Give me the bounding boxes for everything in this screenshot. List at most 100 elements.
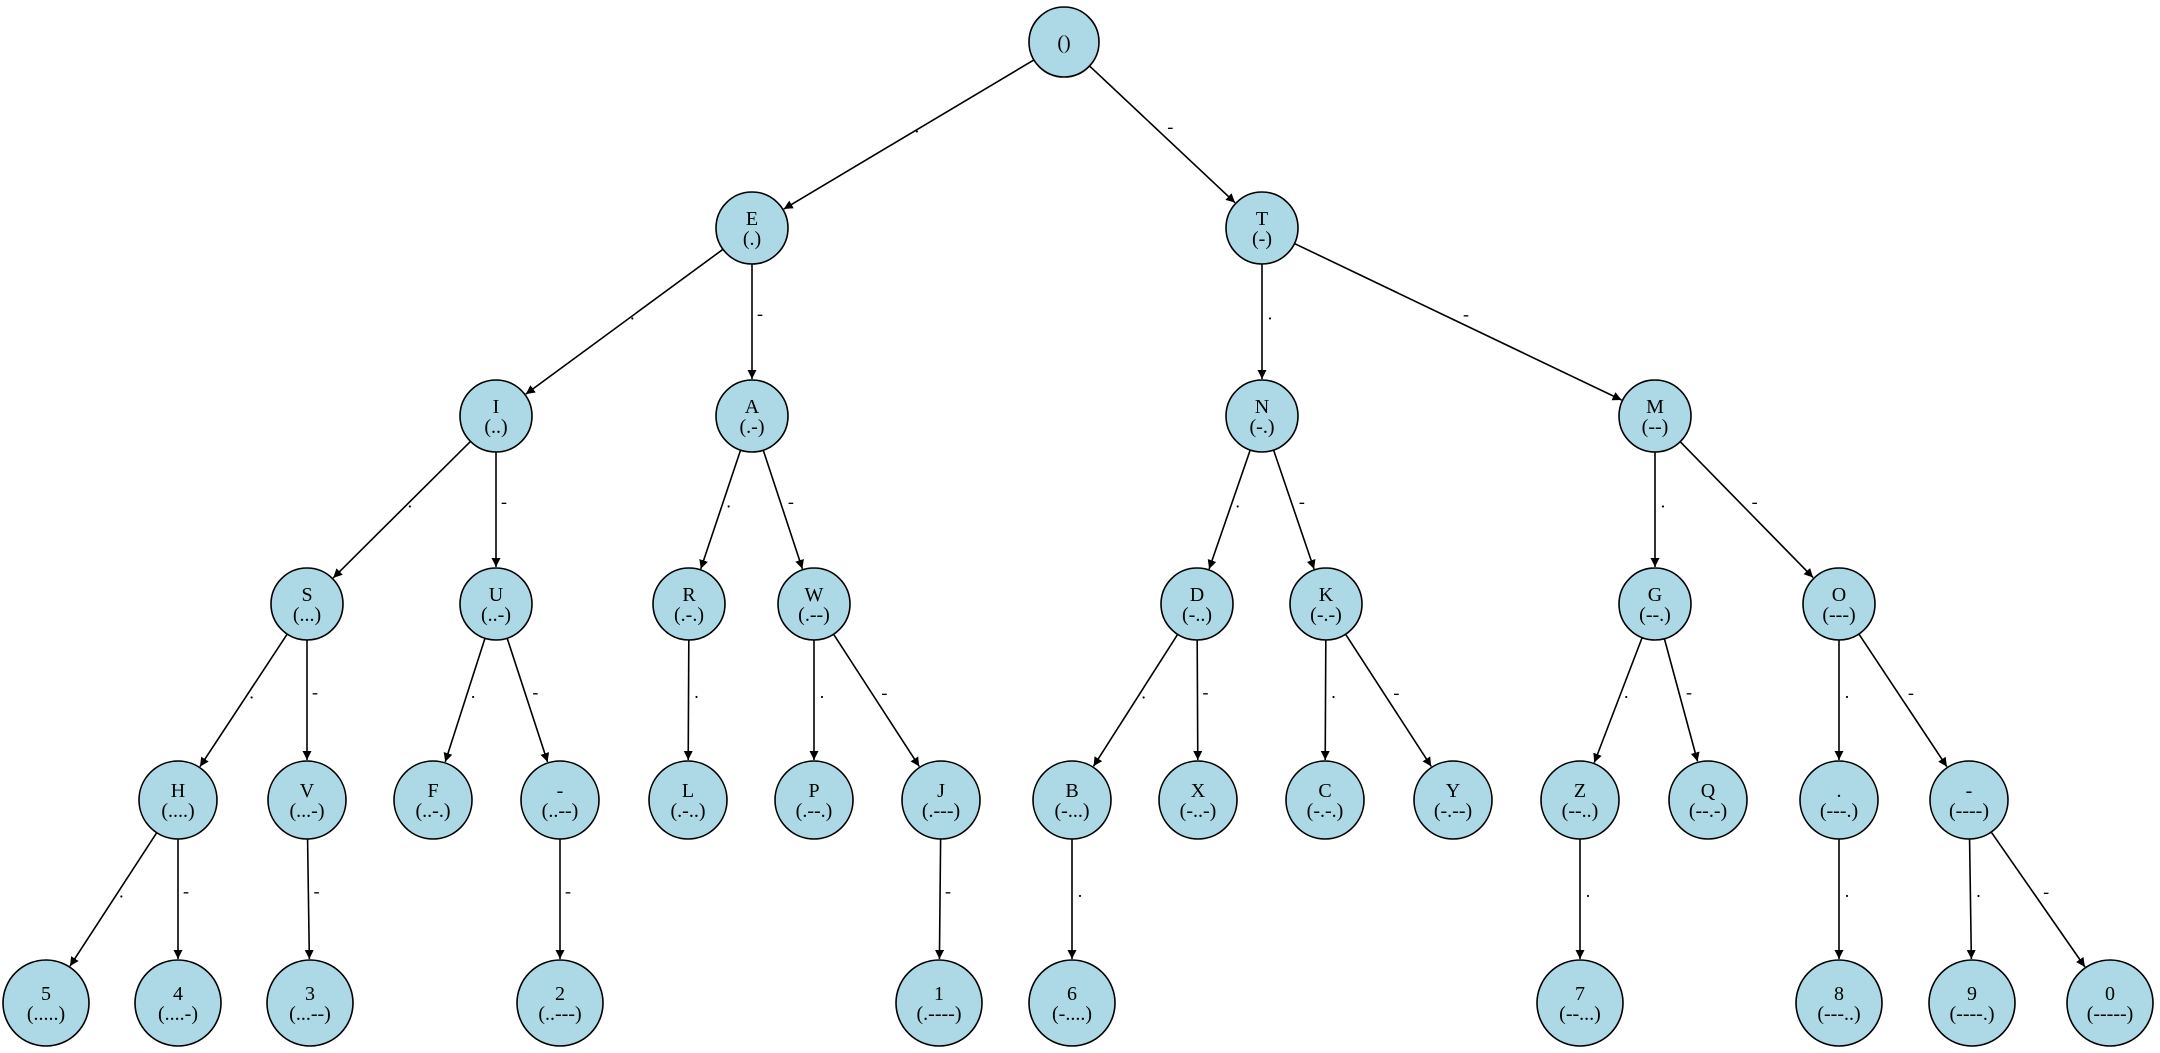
node-code: (-----) xyxy=(2087,1003,2134,1025)
node-circle xyxy=(134,959,222,1047)
edge-label-t-to-m: - xyxy=(1463,304,1469,324)
node-circle xyxy=(777,567,851,641)
node-circle xyxy=(1413,760,1493,840)
node-code: (..-) xyxy=(481,604,511,626)
node-2: 2(..---) xyxy=(516,959,604,1047)
edge-label-odash-to-9: . xyxy=(1976,881,1981,901)
edge-label-odash-to-0: - xyxy=(2043,881,2049,901)
node-y: Y(-.--) xyxy=(1413,760,1493,840)
edge-label-o-to-odot: . xyxy=(1845,682,1850,702)
edge-label-r-to-l: . xyxy=(694,682,699,702)
edge-s-to-h xyxy=(199,633,288,768)
node-code: () xyxy=(1057,32,1070,54)
node-udd: -(..--) xyxy=(520,760,600,840)
node-code: (----.) xyxy=(1950,1003,1995,1025)
edge-label-m-to-o: - xyxy=(1752,492,1758,512)
node-code: (--..) xyxy=(1562,800,1599,822)
node-r: R(.-.) xyxy=(652,567,726,641)
node-4: 4(....-) xyxy=(134,959,222,1047)
edge-label-w-to-p: . xyxy=(820,682,825,702)
node-circle xyxy=(715,191,789,265)
node-label: 1 xyxy=(934,983,944,1005)
edge-label-i-to-s: . xyxy=(408,492,413,512)
node-label: N xyxy=(1255,396,1269,418)
node-0: 0(-----) xyxy=(2066,959,2154,1047)
node-label: 3 xyxy=(305,983,315,1005)
node-a: A(.-) xyxy=(715,379,789,453)
node-label: J xyxy=(937,780,945,802)
node-b: B(-...) xyxy=(1032,760,1112,840)
node-code: (----) xyxy=(1949,800,1989,822)
edge-label-g-to-q: - xyxy=(1686,682,1692,702)
node-circle xyxy=(1618,379,1692,453)
node-label: B xyxy=(1065,780,1078,802)
node-code: (-) xyxy=(1252,228,1272,250)
node-i: I(..) xyxy=(459,379,533,453)
node-circle xyxy=(1929,760,2009,840)
node-circle xyxy=(648,760,728,840)
edge-j-to-1 xyxy=(935,838,945,960)
edge-w-to-j xyxy=(832,633,920,767)
node-label: R xyxy=(682,584,696,606)
edge-odash-to-0 xyxy=(1990,831,2086,968)
edge-label-v-to-3: - xyxy=(313,881,319,901)
node-circle xyxy=(1285,760,1365,840)
edge-label-udd-to-2: - xyxy=(565,881,571,901)
node-label: A xyxy=(745,396,760,418)
node-circle xyxy=(2066,959,2154,1047)
node-o: O(---) xyxy=(1802,567,1876,641)
edge-label-d-to-b: . xyxy=(1141,682,1146,702)
node-code: (-.-.) xyxy=(1307,800,1344,822)
node-code: (....) xyxy=(161,800,194,822)
edge-label-o-to-odash: - xyxy=(1908,682,1914,702)
node-circle xyxy=(1028,6,1100,78)
edge-k-to-c xyxy=(1320,639,1330,761)
node-label: U xyxy=(489,584,504,606)
node-s: S(...) xyxy=(270,567,344,641)
node-circle xyxy=(1160,567,1234,641)
node-e: E(.) xyxy=(715,191,789,265)
edge-g-to-z xyxy=(1593,637,1643,763)
node-label: - xyxy=(557,780,564,802)
node-code: (-.) xyxy=(1250,416,1275,438)
edge-label-n-to-k: - xyxy=(1299,492,1305,512)
node-circle xyxy=(1289,567,1363,641)
node-m: M(--) xyxy=(1618,379,1692,453)
node-j: J(.---) xyxy=(901,760,981,840)
node-c: C(-.-.) xyxy=(1285,760,1365,840)
edge-n-to-d xyxy=(1207,449,1251,570)
node-circle xyxy=(1802,567,1876,641)
edge-d-to-b xyxy=(1092,633,1179,767)
node-1: 1(.----) xyxy=(895,959,983,1047)
edge-m-to-o xyxy=(1679,441,1814,579)
edge-v-to-3 xyxy=(304,838,314,960)
edge-label-e-to-i: . xyxy=(630,304,635,324)
node-x: X(-..-) xyxy=(1158,760,1238,840)
edge-label-k-to-y: - xyxy=(1393,682,1399,702)
node-circle xyxy=(1799,760,1879,840)
node-code: (..--) xyxy=(542,800,579,822)
edge-u-to-f xyxy=(443,638,486,763)
edge-r-to-l xyxy=(683,639,693,761)
node-code: (...-) xyxy=(290,800,325,822)
node-code: (--.) xyxy=(1639,604,1671,626)
edge-label-e-to-a: - xyxy=(757,304,763,324)
edge-e-to-i xyxy=(525,248,724,395)
edge-d-to-x xyxy=(1193,639,1203,761)
node-label: E xyxy=(746,208,758,230)
node-circle xyxy=(1928,959,2016,1047)
node-circle xyxy=(1158,760,1238,840)
edge-label-m-to-g: . xyxy=(1661,492,1666,512)
node-label: Z xyxy=(1574,780,1586,802)
node-label: K xyxy=(1319,584,1334,606)
node-label: Q xyxy=(1701,780,1716,802)
node-circle xyxy=(520,760,600,840)
node-label: P xyxy=(808,780,819,802)
edge-label-w-to-j: - xyxy=(881,682,887,702)
node-p: P(.--.) xyxy=(774,760,854,840)
node-circle xyxy=(266,959,354,1047)
node-code: (-...) xyxy=(1055,800,1090,822)
node-label: V xyxy=(300,780,315,802)
node-code: (-..) xyxy=(1182,604,1212,626)
